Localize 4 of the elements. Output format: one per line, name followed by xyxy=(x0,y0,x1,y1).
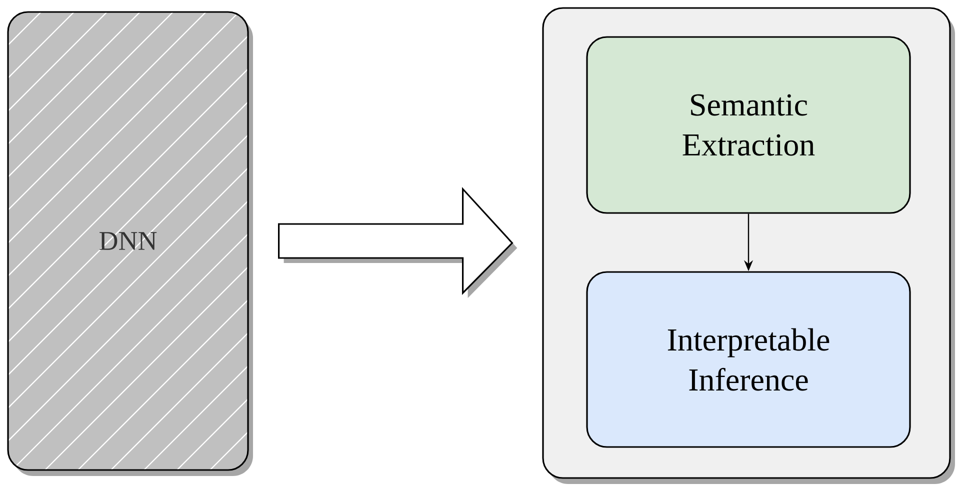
block-arrow xyxy=(278,186,518,298)
network-box: DNN xyxy=(7,11,253,476)
process-box: Interpretable Inference xyxy=(586,271,911,448)
process-box: Semantic Extraction xyxy=(586,36,911,214)
